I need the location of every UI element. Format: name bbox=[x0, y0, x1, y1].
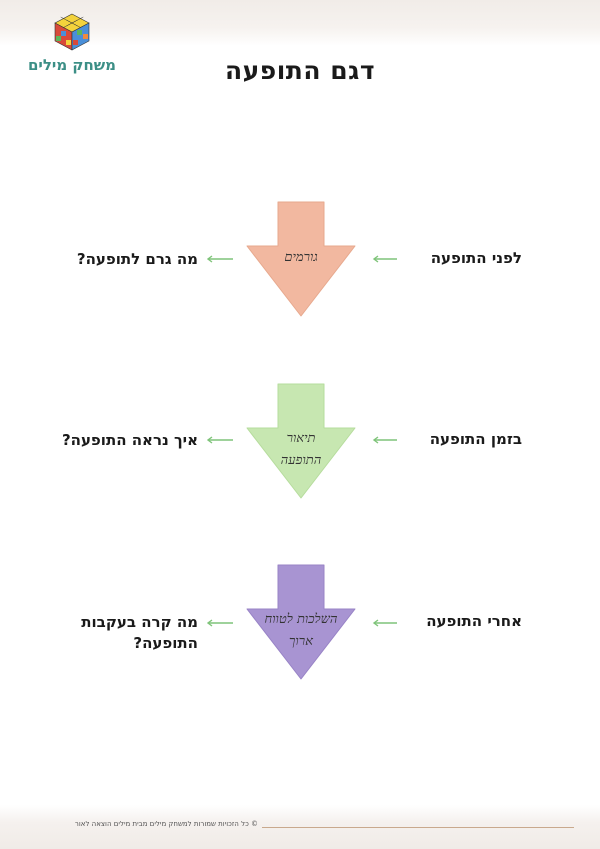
question-description: איך נראה התופעה? bbox=[61, 431, 198, 449]
rubiks-cube-icon bbox=[54, 13, 90, 51]
footer-divider bbox=[262, 827, 574, 828]
logo: משחק מילים bbox=[22, 12, 122, 80]
row-before: גורמים לפני התופעה מה גרם לתופעה? bbox=[0, 200, 600, 320]
connector-arrow-icon bbox=[207, 436, 233, 444]
arrow-consequences: השלכות לטווח ארוך bbox=[245, 563, 357, 681]
connector-arrow-icon bbox=[372, 255, 397, 263]
arrow-text: גורמים bbox=[284, 250, 318, 265]
connector-arrow-icon bbox=[372, 436, 397, 444]
page-title: דגם התופעה bbox=[224, 56, 376, 85]
connector-arrow-icon bbox=[372, 619, 397, 627]
connector-arrow-icon bbox=[207, 619, 233, 627]
row-after: השלכות לטווח ארוך אחרי התופעה מה קרה בעק… bbox=[0, 563, 600, 683]
label-before: לפני התופעה bbox=[430, 249, 522, 267]
arrow-causes: גורמים bbox=[245, 200, 357, 318]
arrow-text: תיאור התופעה bbox=[280, 431, 322, 468]
connector-arrow-icon bbox=[207, 255, 233, 263]
header-band bbox=[0, 0, 600, 46]
question-consequences: מה קרה בעקבות התופעה? bbox=[81, 613, 198, 652]
arrow-description: תיאור התופעה bbox=[245, 382, 357, 500]
copyright-text: © כל הזכויות שמורות למשחק מילים מבית מיל… bbox=[74, 820, 258, 828]
row-during: תיאור התופעה בזמן התופעה איך נראה התופעה… bbox=[0, 382, 600, 502]
question-causes: מה גרם לתופעה? bbox=[76, 250, 198, 268]
arrow-text: השלכות לטווח ארוך bbox=[264, 612, 338, 649]
label-during: בזמן התופעה bbox=[429, 430, 522, 448]
label-after: אחרי התופעה bbox=[426, 612, 522, 630]
logo-text: משחק מילים bbox=[27, 56, 116, 74]
